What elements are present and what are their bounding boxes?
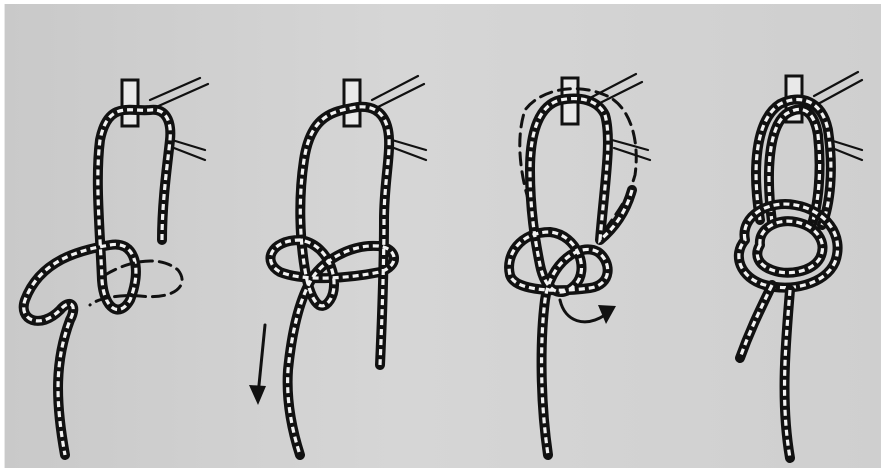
arrow-curve-3 [560,300,605,322]
anchor-bar-1 [122,80,138,126]
knot-step-4 [739,72,862,458]
knot-step-1 [24,78,208,455]
rope-step-3 [509,99,632,455]
anchor-strands-1 [150,78,208,160]
arrow-down-2-head [249,385,266,405]
knot-step-2 [249,76,426,455]
arrow-down-2 [258,325,265,395]
knot-step-3 [509,74,650,455]
arrow-curve-3-head [598,305,616,324]
anchor-strands-3 [590,74,650,160]
